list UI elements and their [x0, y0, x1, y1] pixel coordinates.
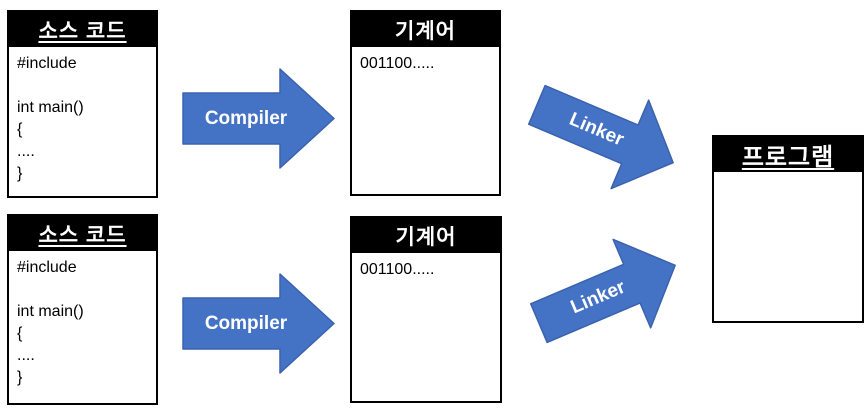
code-line: } — [17, 369, 23, 386]
code-line: } — [17, 165, 23, 182]
compiler-arrow-top: Compiler — [182, 67, 336, 170]
machine-language-box-bottom-title: 기계어 — [352, 218, 500, 253]
code-line: int main() — [17, 99, 84, 116]
linker-arrow-bottom-label: Linker — [567, 276, 629, 319]
linker-arrow-bottom: Linker — [518, 218, 696, 369]
source-code-box-bottom-title: 소스 코드 — [9, 216, 156, 251]
machine-language-box-bottom-body: 001100..... — [352, 253, 500, 287]
code-line: { — [17, 325, 23, 342]
code-line: .... — [17, 143, 35, 160]
source-code-box-top: 소스 코드 #include int main() { .... } — [7, 10, 158, 198]
compiler-arrow-bottom: Compiler — [182, 272, 336, 375]
right-block-arrow-icon — [529, 238, 676, 344]
code-line: #include — [17, 259, 77, 276]
compiler-arrow-top-label: Compiler — [204, 107, 288, 129]
right-block-arrow-icon — [182, 273, 335, 374]
code-line: #include — [17, 55, 77, 72]
right-block-arrow-icon — [527, 84, 674, 190]
code-line: 001100..... — [360, 55, 435, 72]
machine-language-box-top-body: 001100..... — [352, 47, 499, 81]
linker-arrow-top-label: Linker — [566, 108, 627, 151]
program-box-title: 프로그램 — [714, 137, 862, 172]
code-line: { — [17, 121, 23, 138]
code-line: int main() — [17, 303, 84, 320]
code-line: 001100..... — [360, 261, 435, 278]
program-box: 프로그램 — [712, 135, 864, 323]
code-line — [17, 75, 148, 97]
source-code-box-top-body: #include int main() { .... } — [9, 47, 156, 191]
linker-arrow-top: Linker — [516, 58, 694, 209]
code-line: .... — [17, 347, 35, 364]
source-code-box-top-title: 소스 코드 — [9, 12, 156, 47]
compiler-arrow-bottom-label: Compiler — [204, 312, 288, 334]
source-code-box-bottom-body: #include int main() { .... } — [9, 251, 156, 395]
machine-language-box-top-title: 기계어 — [352, 12, 499, 47]
source-code-box-bottom: 소스 코드 #include int main() { .... } — [7, 214, 158, 405]
code-line — [17, 279, 148, 301]
right-block-arrow-icon — [182, 68, 335, 169]
machine-language-box-bottom: 기계어 001100..... — [350, 216, 502, 403]
machine-language-box-top: 기계어 001100..... — [350, 10, 501, 196]
program-box-body — [714, 172, 862, 184]
